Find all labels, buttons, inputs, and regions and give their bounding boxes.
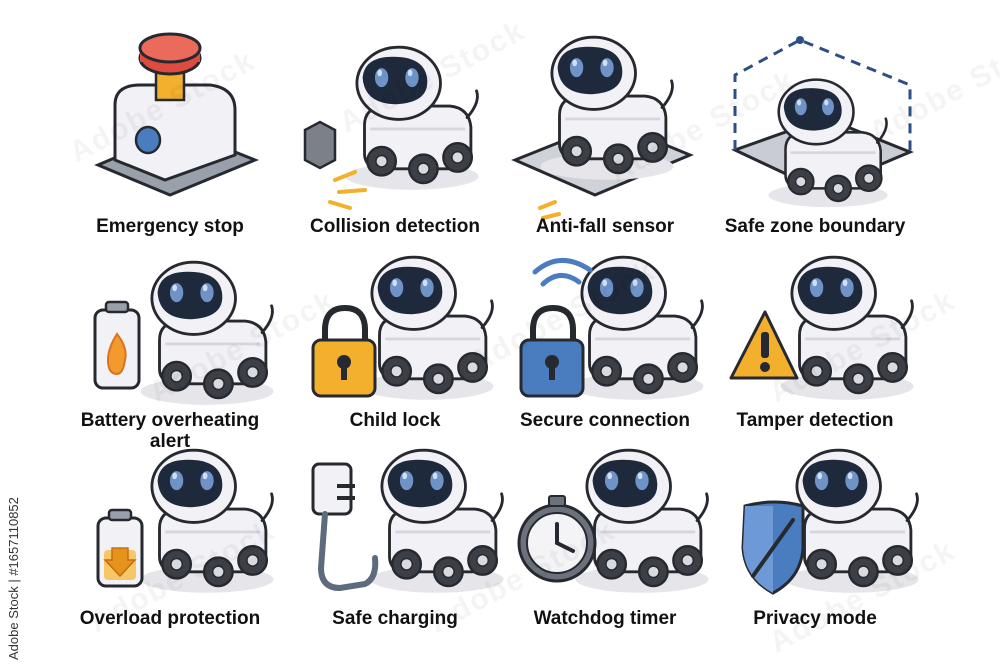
robot-figure [575,448,709,593]
robot-figure [768,78,888,208]
battery-overheating-alert-icon [93,260,274,405]
safe-zone-boundary-icon [731,36,914,208]
privacy-mode-icon [741,448,919,595]
icon-label: Watchdog timer [533,608,677,629]
robot-figure [370,448,504,593]
stock-credit-text: Adobe Stock | #1657110852 [6,497,21,660]
icon-label: Child lock [349,410,441,431]
robot-figure [780,255,914,400]
emergency-stop-icon [94,32,259,197]
watchdog-timer-icon [517,448,709,593]
icon-label: Safe charging [332,608,458,629]
icon-label: Privacy mode [753,608,877,629]
stock-credit: Adobe Stock | #1657110852 [4,440,24,660]
robot-figure [570,255,704,400]
robot-figure [345,45,479,190]
secure-connection-icon [519,255,704,400]
icon-label: Secure connection [520,410,690,431]
collision-detection-icon [303,45,479,210]
icon-label: Collision detection [310,216,480,237]
child-lock-icon [311,255,494,400]
icon-label: Battery overheating alert [80,410,260,452]
tamper-detection-icon [729,255,914,400]
icon-label: Overload protection [79,608,261,629]
icon-label: Anti-fall sensor [535,216,675,237]
robot-figure [140,260,274,405]
overload-protection-icon [96,448,274,593]
icon-label: Emergency stop [96,216,244,237]
robot-figure [785,448,919,593]
robot-figure [540,35,674,180]
robot-figure [140,448,274,593]
icon-label: Tamper detection [736,410,894,431]
safe-charging-icon [311,448,504,593]
anti-fall-sensor-icon [511,35,694,220]
icon-label: Safe zone boundary [724,216,906,237]
robot-figure [360,255,494,400]
